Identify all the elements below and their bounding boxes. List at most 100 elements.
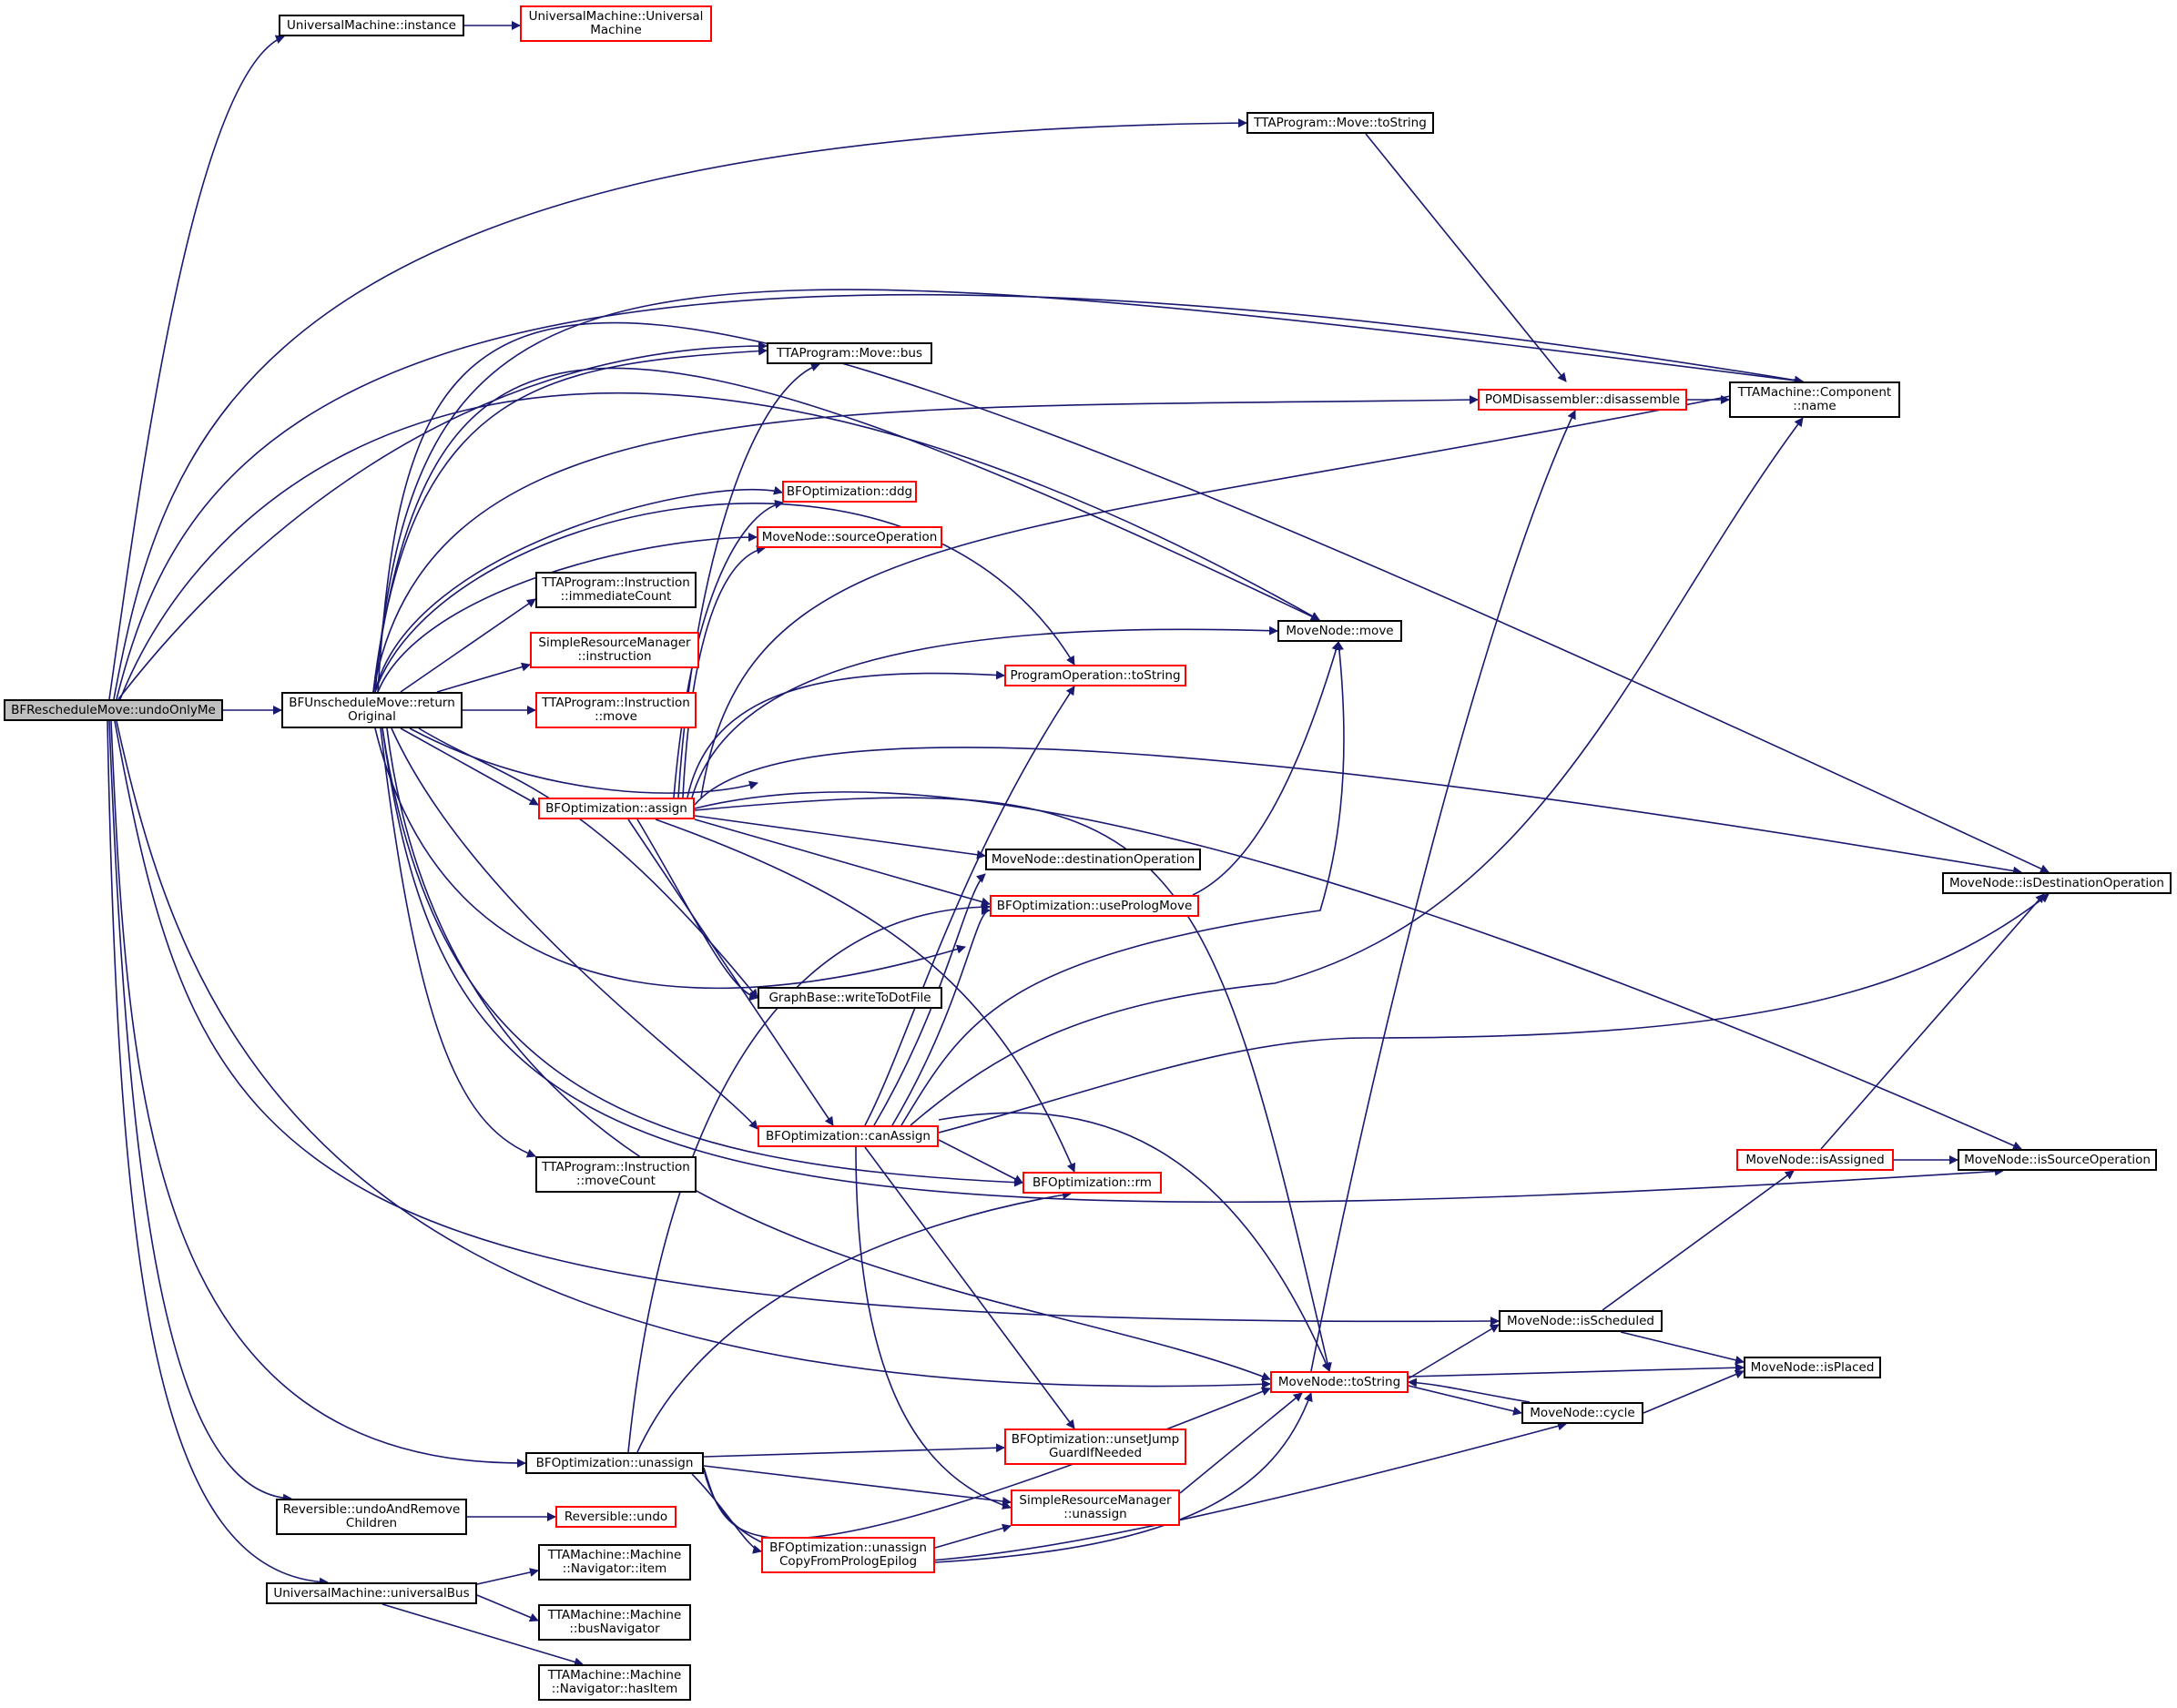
edge-n28-to-n26 xyxy=(1408,1378,1531,1403)
edge-n20-to-n17 xyxy=(938,893,2050,1134)
node-pomdisassembler-disassemble[interactable]: POMDisassembler::disassemble xyxy=(1478,389,1687,411)
node-simpleresourcemanager-unassign[interactable]: SimpleResourceManager ::unassign xyxy=(1011,1489,1180,1526)
edge-n26-to-n5 xyxy=(1310,410,1576,1372)
node-bfoptimization-useprologmove[interactable]: BFOptimization::usePrologMove xyxy=(990,895,1199,917)
edge-n13-to-n9 xyxy=(400,598,536,693)
edge-n26-to-n25 xyxy=(1408,1324,1500,1379)
edge-n0-to-n35 xyxy=(107,720,329,1587)
edge-n15-to-n6 xyxy=(700,378,1804,798)
node-bfoptimization-unassigncopyfromprologepilog[interactable]: BFOptimization::unassign CopyFromPrologE… xyxy=(761,1537,935,1573)
node-ttaprogram-instruction-immediatecount[interactable]: TTAProgram::Instruction ::immediateCount xyxy=(535,572,697,608)
edge-n15-to-n12 xyxy=(687,670,1005,798)
node-movenode-isdestinationoperation[interactable]: MoveNode::isDestinationOperation xyxy=(1942,872,2172,894)
node-movenode-issourceoperation[interactable]: MoveNode::isSourceOperation xyxy=(1958,1149,2157,1171)
edge-n13-to-n21 xyxy=(380,727,536,1158)
edge-n0-to-n29 xyxy=(110,720,526,1469)
edge-n15-to-n18 xyxy=(694,818,991,907)
edge-n26-to-n28 xyxy=(1408,1385,1522,1416)
node-bfoptimization-canassign[interactable]: BFOptimization::canAssign xyxy=(758,1125,939,1147)
edge-n0-to-n6 xyxy=(116,293,1804,700)
edge-n29-to-n18 xyxy=(627,902,991,1453)
edge-n20-to-n12 xyxy=(864,686,1075,1126)
edge-n0-to-n26 xyxy=(116,720,1271,1389)
edge-n0-to-n31 xyxy=(108,720,292,1503)
edge-n15-to-n11 xyxy=(691,625,1278,798)
node-movenode-isassigned[interactable]: MoveNode::isAssigned xyxy=(1736,1149,1894,1171)
node-bfoptimization-unsetjumpguardifneeded[interactable]: BFOptimization::unsetJump GuardIfNeeded xyxy=(1004,1428,1186,1465)
edge-n20-to-n26 xyxy=(938,1112,1331,1372)
edge-n23-to-n17 xyxy=(1820,893,2045,1150)
edge-n0-to-n3 xyxy=(113,118,1247,700)
node-ttaprogram-instruction-movecount[interactable]: TTAProgram::Instruction ::moveCount xyxy=(535,1156,697,1193)
edge-n29-to-n33 xyxy=(703,1465,1012,1506)
node-movenode-isscheduled[interactable]: MoveNode::isScheduled xyxy=(1499,1310,1663,1332)
node-movenode-destinationoperation[interactable]: MoveNode::destinationOperation xyxy=(985,849,1201,870)
edge-n15-to-n17 xyxy=(694,747,2022,876)
edge-n15-to-n24 xyxy=(694,791,2022,1150)
edge-n29-to-n34 xyxy=(691,1473,762,1554)
edge-n13-to-n15 xyxy=(400,727,539,806)
edge-n20-to-n11 xyxy=(900,641,1345,1126)
edge-n20-to-n30 xyxy=(864,1146,1075,1429)
edge-n20-to-n6 xyxy=(910,417,1804,1126)
edge-n13-to-n12 xyxy=(374,503,1075,693)
edge-n15-to-n16 xyxy=(694,815,986,859)
node-bfoptimization-ddg[interactable]: BFOptimization::ddg xyxy=(782,481,917,503)
edge-n20-to-n18 xyxy=(891,906,991,1126)
edge-n29-to-n22 xyxy=(636,1190,1072,1453)
edge-n13-to-n20 xyxy=(391,727,758,1130)
node-ttaprogram-move-tostring[interactable]: TTAProgram::Move::toString xyxy=(1246,112,1434,134)
node-universalmachine-instance[interactable]: UniversalMachine::instance xyxy=(279,15,464,36)
edge-n20-to-n16 xyxy=(873,873,986,1126)
edge-n0-to-n11 xyxy=(119,391,1320,700)
edge-n0-to-n1 xyxy=(108,35,285,700)
node-movenode-cycle[interactable]: MoveNode::cycle xyxy=(1521,1402,1643,1424)
node-simpleresourcemanager-instruction[interactable]: SimpleResourceManager ::instruction xyxy=(530,632,699,668)
edge-n35-to-n38 xyxy=(381,1603,584,1667)
edge-n15-to-n19 xyxy=(636,818,758,1001)
node-universalmachine-universalbus[interactable]: UniversalMachine::universalBus xyxy=(266,1582,477,1604)
node-movenode-sourceoperation[interactable]: MoveNode::sourceOperation xyxy=(757,526,942,548)
edge-n26-to-n27 xyxy=(1408,1363,1745,1378)
node-bfoptimization-assign[interactable]: BFOptimization::assign xyxy=(538,798,695,819)
node-movenode-isplaced[interactable]: MoveNode::isPlaced xyxy=(1744,1357,1881,1378)
edge-n3-to-n5 xyxy=(1365,133,1567,382)
edge-n35-to-n36 xyxy=(476,1568,539,1585)
node-ttamachine-machine-navigator-item[interactable]: TTAMachine::Machine ::Navigator::item xyxy=(538,1544,691,1581)
node-programoperation-tostring[interactable]: ProgramOperation::toString xyxy=(1004,665,1186,686)
edge-n13-to-n11 xyxy=(409,727,758,794)
node-ttaprogram-instruction-move[interactable]: TTAProgram::Instruction ::move xyxy=(535,692,697,728)
node-bfoptimization-unassign[interactable]: BFOptimization::unassign xyxy=(525,1452,704,1474)
edge-n33-to-n26 xyxy=(1179,1392,1303,1494)
node-reversible-undoandremovechildren[interactable]: Reversible::undoAndRemove Children xyxy=(276,1499,467,1535)
edge-n34-to-n33 xyxy=(934,1523,1012,1549)
edge-n29-to-n30 xyxy=(703,1443,1005,1458)
edge-n0-to-n4 xyxy=(117,341,768,700)
edge-n13-to-n7 xyxy=(374,485,783,693)
edge-n13-to-n19 xyxy=(374,727,966,990)
edge-n13-to-n22 xyxy=(381,727,1023,1187)
edge-n35-to-n37 xyxy=(476,1594,539,1622)
node-bfoptimization-rm[interactable]: BFOptimization::rm xyxy=(1022,1172,1162,1194)
node-universalmachine-universalmachine[interactable]: UniversalMachine::Universal Machine xyxy=(520,5,712,42)
edge-n15-to-n26 xyxy=(694,797,1332,1372)
node-graphbase-writetodotfile[interactable]: GraphBase::writeToDotFile xyxy=(758,987,942,1009)
node-ttamachine-machine-busnavigator[interactable]: TTAMachine::Machine ::busNavigator xyxy=(538,1604,691,1641)
edge-n13-to-n17 xyxy=(377,321,2050,873)
node-ttamachine-machine-navigator-hasitem[interactable]: TTAMachine::Machine ::Navigator::hasItem xyxy=(538,1664,691,1701)
node-ttaprogram-move-bus[interactable]: TTAProgram::Move::bus xyxy=(767,342,932,364)
node-movenode-tostring[interactable]: MoveNode::toString xyxy=(1270,1371,1409,1393)
edge-n34-to-n26 xyxy=(934,1392,1313,1563)
edge-n15-to-n20 xyxy=(627,818,834,1126)
node-movenode-move[interactable]: MoveNode::move xyxy=(1277,620,1402,642)
node-ttamachine-component-name[interactable]: TTAMachine::Component ::name xyxy=(1729,381,1900,418)
edge-n15-to-n4 xyxy=(677,362,820,798)
edge-n13-to-n26 xyxy=(386,727,1271,1381)
edge-n0-to-n25 xyxy=(114,720,1500,1327)
node-bfunschedulemove-returnoriginal[interactable]: BFUnscheduleMove::return Original xyxy=(281,692,463,728)
node-bfreschedulemove-undoonlyme: BFRescheduleMove::undoOnlyMe xyxy=(4,699,223,721)
node-reversible-undo[interactable]: Reversible::undo xyxy=(555,1506,676,1528)
edge-n20-to-n22 xyxy=(938,1139,1023,1184)
edge-n13-to-n4 xyxy=(372,346,768,693)
edge-n13-to-n6 xyxy=(374,289,1804,693)
